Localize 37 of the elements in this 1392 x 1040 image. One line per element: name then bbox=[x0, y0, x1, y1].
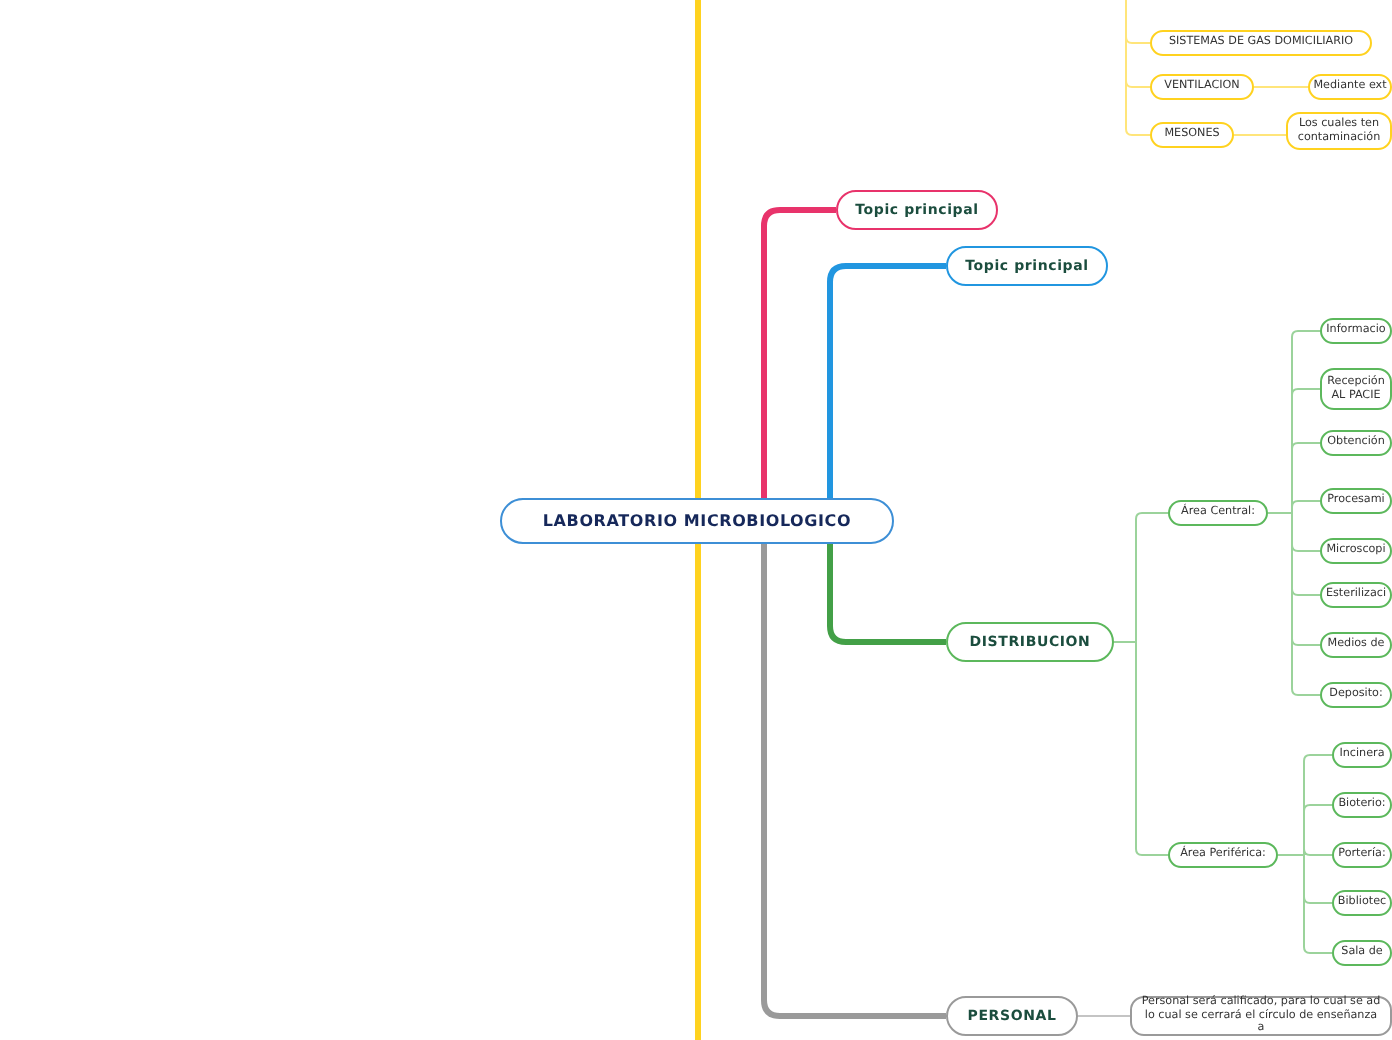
subtopic-box bbox=[1320, 538, 1392, 564]
subtopic-box bbox=[1332, 890, 1392, 916]
topic-box bbox=[836, 190, 998, 230]
subtopic-box bbox=[1320, 430, 1392, 456]
topic-text: LABORATORIO MICROBIOLOGICO bbox=[542, 511, 852, 531]
topic-box bbox=[946, 246, 1108, 286]
subtopic-box bbox=[1320, 488, 1392, 514]
subtopic-box bbox=[1150, 74, 1254, 100]
subtopic-box bbox=[1332, 742, 1392, 768]
subtopic-box bbox=[1150, 30, 1372, 56]
subtopic-box bbox=[1308, 74, 1392, 100]
subtopic-box bbox=[1168, 500, 1268, 526]
topic-box bbox=[946, 996, 1078, 1036]
connector-line bbox=[695, 0, 701, 498]
subtopic-box bbox=[1332, 940, 1392, 966]
connector-line bbox=[1253, 86, 1309, 88]
subtopic-box bbox=[1332, 842, 1392, 868]
connector-line bbox=[1233, 134, 1287, 136]
connector-line bbox=[827, 544, 946, 645]
connector-line bbox=[695, 544, 701, 1040]
central-topic-box bbox=[500, 498, 894, 544]
subtopic-box bbox=[1168, 842, 1278, 868]
connector-line bbox=[1077, 1015, 1131, 1017]
subtopic-box bbox=[1320, 682, 1392, 708]
subtopic-box bbox=[1150, 122, 1234, 148]
connector-line bbox=[761, 544, 946, 1019]
topic-box bbox=[946, 622, 1114, 662]
subtopic-box bbox=[1332, 792, 1392, 818]
subtopic-box bbox=[1320, 582, 1392, 608]
connector-line bbox=[1267, 512, 1321, 696]
subtopic-box bbox=[1320, 368, 1392, 410]
connector-line bbox=[827, 263, 946, 498]
subtopic-box bbox=[1320, 318, 1392, 344]
connector-line bbox=[761, 207, 836, 498]
subtopic-box bbox=[1320, 632, 1392, 658]
connector-line bbox=[1113, 641, 1169, 856]
subtopic-box bbox=[1286, 112, 1392, 150]
